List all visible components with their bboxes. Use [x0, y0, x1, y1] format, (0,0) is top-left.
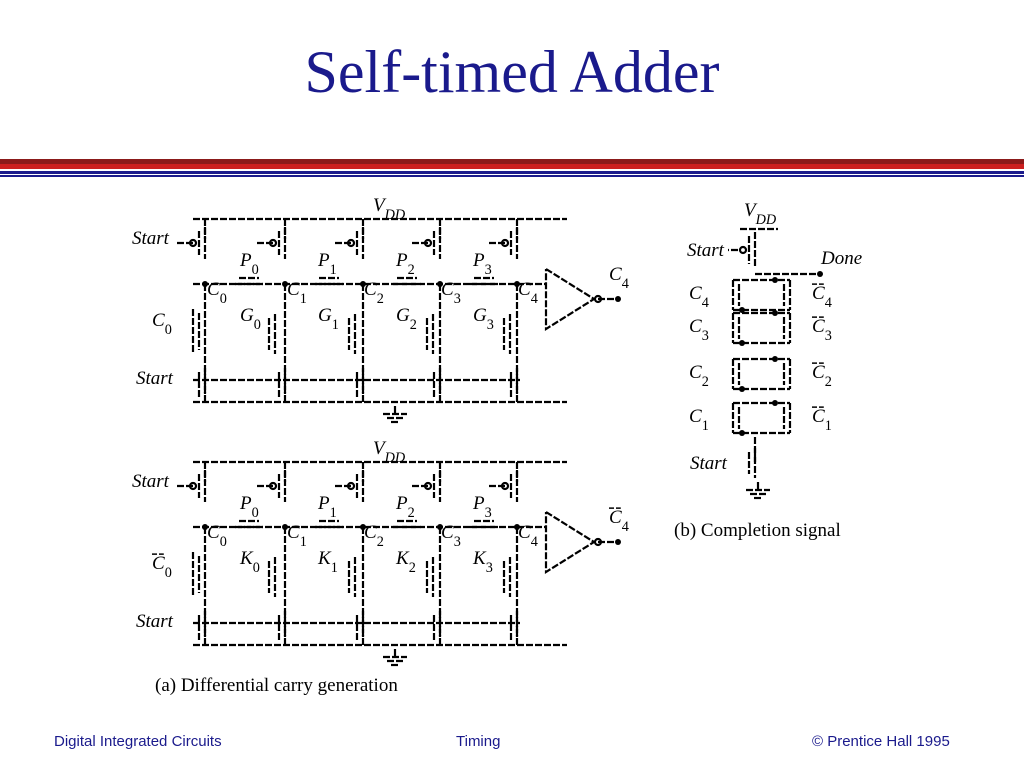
kill-label: K1: [317, 548, 338, 576]
inverter-gate: [544, 511, 597, 574]
done-label: Done: [820, 248, 862, 269]
generate-label: G0: [240, 305, 261, 333]
start-label: Start: [136, 611, 174, 632]
carry-out-label: C4: [609, 507, 629, 535]
completion-node: [772, 356, 778, 362]
propagate-label: P1: [317, 493, 337, 521]
carry-label: C3: [441, 522, 461, 550]
propagate-label: P3: [472, 493, 492, 521]
carry-label: C1: [287, 522, 307, 550]
completion-node: [772, 400, 778, 406]
carry-label: C4: [518, 522, 538, 550]
carry-label: C1: [287, 279, 307, 307]
completion-node: [739, 386, 745, 392]
carry-label: C4: [518, 279, 538, 307]
completion-node: [772, 277, 778, 283]
kill-label: K2: [395, 548, 416, 576]
generate-label: G1: [318, 305, 339, 333]
carry-complement-label: C4: [812, 283, 832, 311]
title-divider: [0, 171, 1024, 174]
propagate-label: P2: [395, 250, 415, 278]
carry-label: C3: [689, 316, 709, 344]
completion-node: [739, 340, 745, 346]
slide-title: Self-timed Adder: [304, 39, 720, 105]
inverter-gate: [544, 268, 597, 331]
start-label: Start: [687, 240, 725, 261]
vdd-label: VDD: [744, 200, 777, 228]
vdd-label: VDD: [373, 438, 406, 466]
footer-course: Digital Integrated Circuits: [54, 733, 222, 750]
completion-node: [772, 310, 778, 316]
propagate-label: P1: [317, 250, 337, 278]
caption-b: (b) Completion signal: [674, 520, 841, 541]
carry-out-label: C4: [609, 264, 629, 292]
carry-label: C4: [689, 283, 709, 311]
propagate-label: P2: [395, 493, 415, 521]
carry-complement-label: C3: [812, 316, 832, 344]
generate-label: G2: [396, 305, 417, 333]
carry-label: C2: [689, 362, 709, 390]
propagate-label: P0: [239, 250, 259, 278]
completion-node: [739, 307, 745, 313]
output-node: [615, 539, 621, 545]
caption-a: (a) Differential carry generation: [155, 675, 398, 696]
start-label: Start: [132, 228, 170, 249]
kill-label: K3: [472, 548, 493, 576]
output-node: [615, 296, 621, 302]
carry-in-label: C0: [152, 553, 172, 581]
title-divider: [0, 159, 1024, 164]
carry-label: C0: [207, 279, 227, 307]
footer-copyright: © Prentice Hall 1995: [812, 733, 950, 750]
carry-label: C2: [364, 522, 384, 550]
title-divider: [0, 175, 1024, 177]
propagate-label: P0: [239, 493, 259, 521]
carry-label: C3: [441, 279, 461, 307]
carry-label: C1: [689, 406, 709, 434]
carry-label: C2: [364, 279, 384, 307]
done-node: [817, 271, 823, 277]
carry-in-label: C0: [152, 310, 172, 338]
carry-label: C0: [207, 522, 227, 550]
carry-complement-label: C2: [812, 362, 832, 390]
carry-complement-label: C1: [812, 406, 832, 434]
propagate-label: P3: [472, 250, 492, 278]
vdd-label: VDD: [373, 195, 406, 223]
start-label: Start: [690, 453, 728, 474]
pmos-bubble: [738, 245, 748, 255]
completion-node: [739, 430, 745, 436]
title-divider: [0, 164, 1024, 169]
start-label: Start: [132, 471, 170, 492]
footer-topic: Timing: [456, 733, 501, 750]
start-label: Start: [136, 368, 174, 389]
kill-label: K0: [239, 548, 260, 576]
generate-label: G3: [473, 305, 494, 333]
